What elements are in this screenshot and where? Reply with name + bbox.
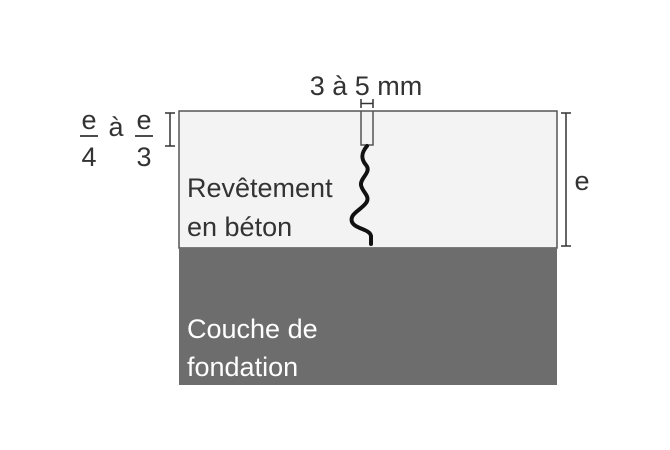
fraction-connector: à (108, 112, 124, 142)
fraction-left-numerator: e (81, 105, 96, 135)
fraction-right-denominator: 3 (136, 142, 151, 172)
joint-width-dimension (360, 99, 374, 108)
slab-thickness-dimension (561, 112, 571, 247)
foundation-layer (179, 248, 557, 385)
saw-cut-depth-dimension (165, 112, 175, 147)
slab-label-line2: en béton (187, 212, 292, 242)
fraction-right-numerator: e (136, 105, 151, 135)
slab-label-line1: Revêtement (187, 173, 333, 203)
foundation-label-line1: Couche de (187, 314, 318, 344)
crack-line (349, 144, 373, 246)
joint-width-label: 3 à 5 mm (310, 71, 423, 101)
foundation-label-line2: fondation (187, 352, 298, 382)
slab-thickness-label: e (574, 166, 589, 196)
concrete-slab (178, 110, 558, 249)
fraction-left-denominator: 4 (81, 142, 96, 172)
